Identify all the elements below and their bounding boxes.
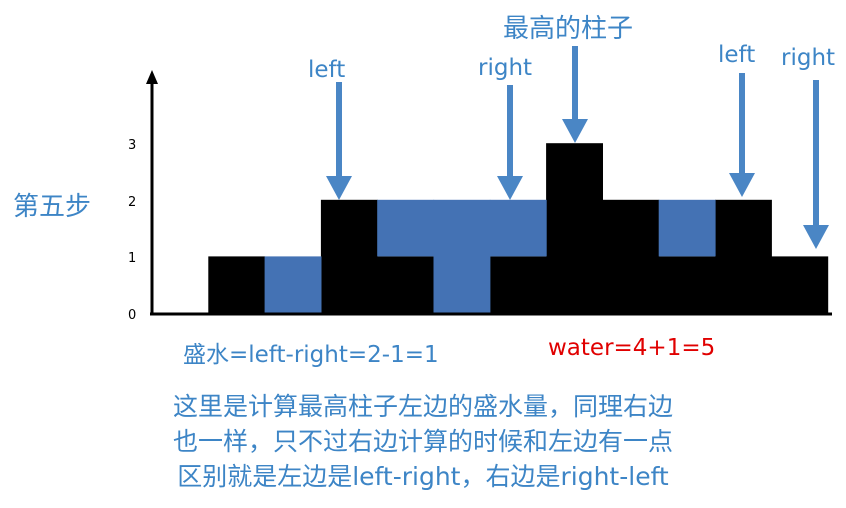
bars-layer: [208, 143, 829, 313]
water-2: [264, 256, 322, 313]
bar-11: [771, 256, 829, 313]
y-tick-3: 3: [128, 138, 136, 153]
water-4: [377, 199, 435, 257]
y-axis-arrowhead: [146, 70, 158, 84]
formula-left: 盛水=left-right=2-1=1: [183, 342, 439, 368]
left2-pointer-label: left: [718, 42, 756, 68]
explanation-line-1: 这里是计算最高柱子左边的盛水量，同理右边: [172, 392, 673, 421]
explanation-line-2: 也一样，只不过右边计算的时候和左边有一点: [172, 427, 673, 456]
bar-1: [208, 256, 266, 313]
water-6: [489, 199, 547, 257]
left-pointer-arrowhead: [326, 176, 352, 200]
bar-4: [377, 256, 435, 313]
bar-3: [320, 199, 378, 313]
bar-10: [715, 199, 772, 313]
right2-pointer-arrowhead: [803, 225, 829, 249]
water-5: [433, 199, 491, 313]
y-tick-1: 1: [128, 251, 136, 266]
right-pointer-arrowhead: [497, 176, 523, 200]
bar-8: [602, 199, 660, 313]
tallest-bar-label: 最高的柱子: [503, 14, 634, 44]
tallest-bar-arrowhead: [562, 119, 588, 143]
y-tick-0: 0: [128, 308, 136, 323]
left2-pointer-arrowhead: [729, 173, 755, 197]
water-9: [658, 199, 716, 257]
step-label: 第五步: [13, 192, 92, 222]
explanation-line-3: 区别就是左边是left-right，右边是right-left: [177, 462, 669, 491]
bar-6: [489, 256, 547, 313]
bar-9: [658, 256, 716, 313]
left-pointer-label: left: [308, 57, 346, 83]
bar-7: [546, 143, 603, 313]
formula-water-total: water=4+1=5: [548, 335, 716, 361]
y-tick-2: 2: [128, 195, 136, 210]
right-pointer-label: right: [478, 55, 533, 81]
right2-pointer-label: right: [781, 45, 836, 71]
water-layer: [264, 199, 716, 313]
